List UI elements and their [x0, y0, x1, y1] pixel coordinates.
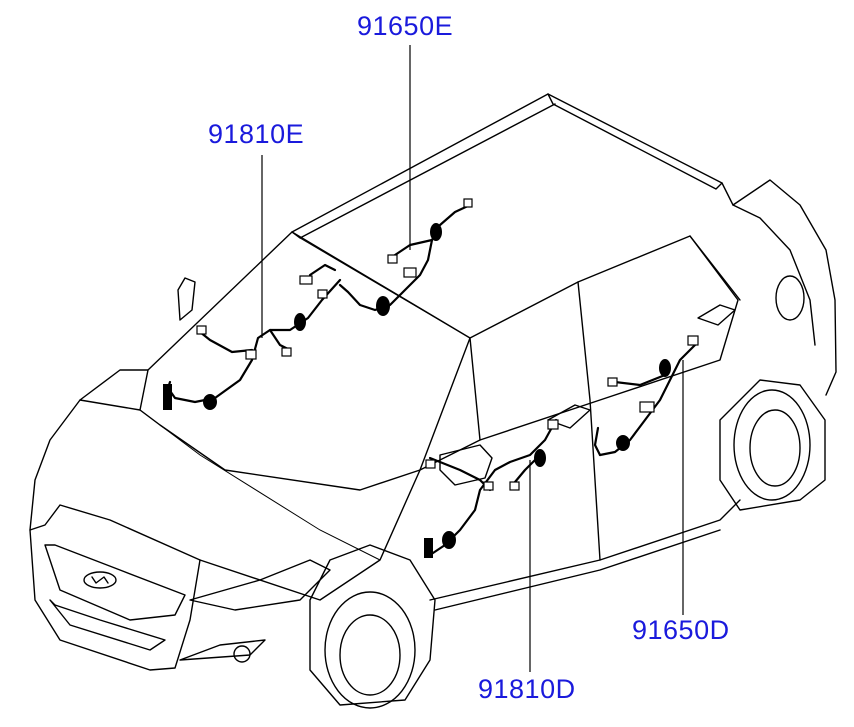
callout-91650e: 91650E [357, 11, 454, 41]
car-body [29, 93, 837, 709]
leader-lines [261, 45, 684, 672]
callout-91810e: 91810E [208, 119, 305, 149]
callout-91810d: 91810D [478, 674, 576, 704]
harness-front-roof [163, 263, 342, 410]
callout-91650d: 91650D [632, 615, 730, 645]
harness-roof [338, 198, 473, 316]
harness-rear-door [593, 335, 699, 457]
harness-front-door [424, 418, 559, 558]
